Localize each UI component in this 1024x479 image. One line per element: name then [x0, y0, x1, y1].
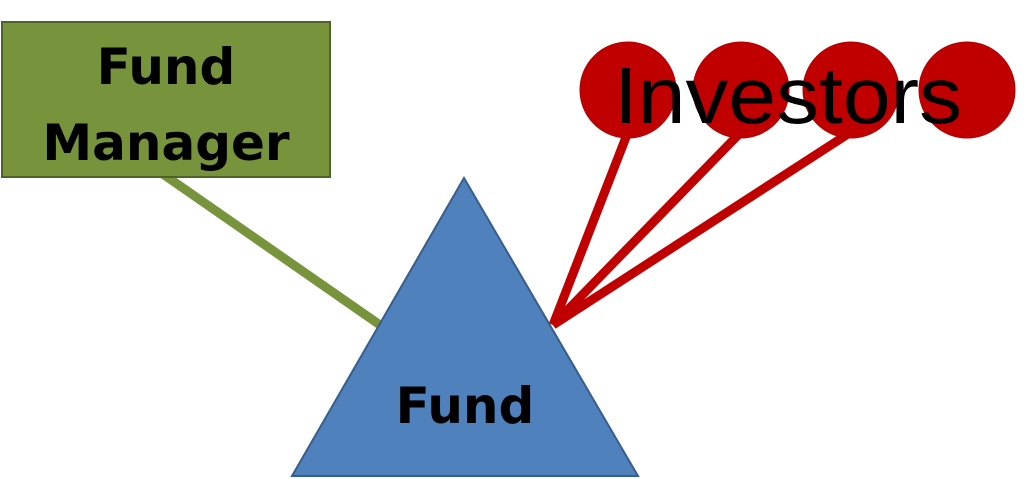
investor-circles: [579, 41, 1016, 139]
investor-circle: [802, 41, 900, 139]
fund-manager-box: [1, 21, 331, 178]
fund-manager-label-line-1: Fund: [97, 38, 236, 96]
investor-connector-lines: [548, 128, 854, 329]
investor-connector-line: [548, 130, 633, 327]
manager-connector-line: [157, 168, 383, 329]
fund-manager-label-line-2: Manager: [42, 114, 290, 172]
investors-label: Investors: [614, 51, 962, 140]
investor-circle: [692, 41, 790, 139]
investor-connector-line: [549, 128, 745, 329]
investor-connector-line: [550, 128, 854, 329]
fund-triangle: [290, 176, 640, 477]
investor-circle: [579, 41, 677, 139]
fund-label: Fund: [396, 377, 535, 435]
investor-circle: [918, 41, 1016, 139]
